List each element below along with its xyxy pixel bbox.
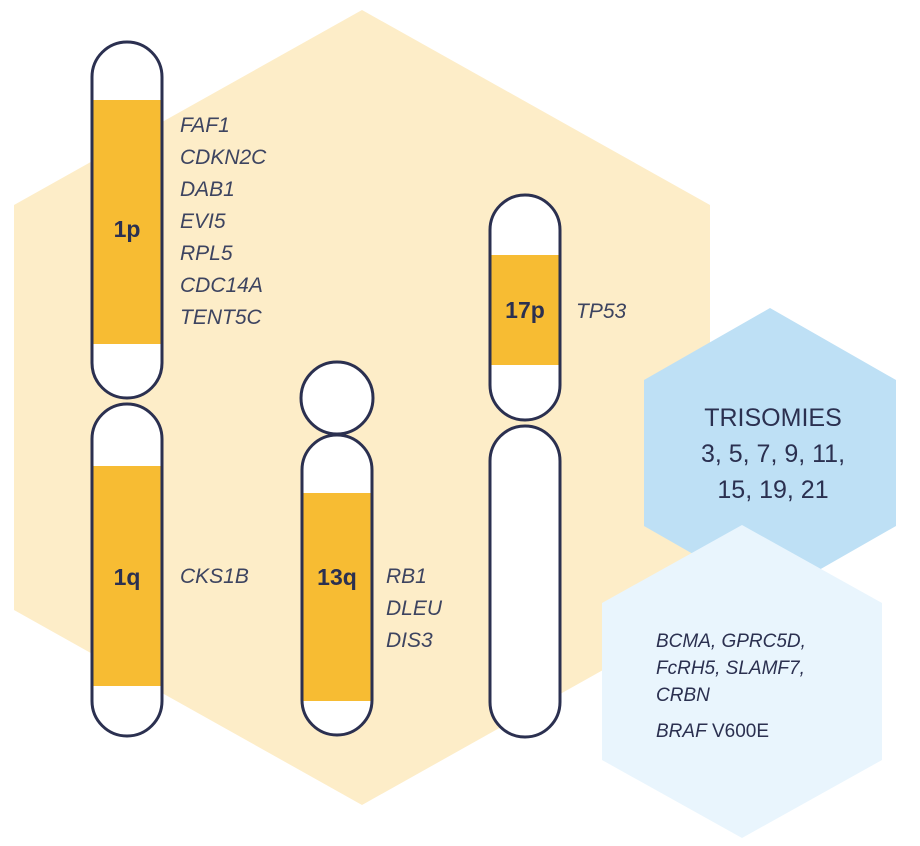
arm-label-1q: 1q	[113, 564, 141, 590]
gene-list-1q: CKS1B	[180, 561, 249, 593]
gene-name: DIS3	[386, 629, 433, 652]
gene-list-13q: RB1 DLEU DIS3	[386, 561, 442, 657]
gene-name: TP53	[576, 300, 627, 323]
trisomies-line-2: 15, 19, 21	[717, 476, 829, 504]
band-1q	[92, 466, 162, 686]
gene-name: RPL5	[180, 242, 233, 265]
band-1p	[92, 100, 162, 344]
trisomies-title: TRISOMIES	[704, 404, 842, 432]
gene-name: EVI5	[180, 210, 226, 233]
chromosome-13-p-arm	[299, 360, 375, 436]
targets-line-1: BCMA, GPRC5D,	[656, 631, 806, 652]
chromosome-1-p-arm	[90, 40, 164, 400]
braf-gene: BRAF	[656, 721, 707, 742]
braf-variant: V600E	[711, 721, 770, 742]
arm-label-17p: 17p	[505, 297, 545, 323]
arm-label-13q: 13q	[317, 564, 357, 590]
gene-name: TENT5C	[180, 306, 262, 329]
chromosome-17-q-arm	[488, 424, 562, 739]
braf-mutation: BRAF V600E	[656, 721, 892, 743]
band-17p	[490, 255, 560, 365]
gene-name: CDKN2C	[180, 146, 267, 169]
targets-line-2: FcRH5, SLAMF7,	[656, 658, 805, 679]
chromosome-1-q-arm	[90, 402, 164, 738]
gene-list-1p: FAF1 CDKN2C DAB1 EVI5 RPL5 CDC14A TENT5C	[180, 110, 266, 334]
targets-text: BCMA, GPRC5D, FcRH5, SLAMF7, CRBN BRAF V…	[656, 628, 892, 743]
chromosome-13	[299, 360, 375, 737]
gene-list-17p: TP53	[576, 296, 626, 328]
gene-name: DAB1	[180, 178, 235, 201]
gene-name: DLEU	[386, 597, 443, 620]
band-13q	[302, 493, 372, 701]
targets-line-3: CRBN	[656, 685, 710, 706]
gene-name: FAF1	[180, 114, 230, 137]
trisomies-text: TRISOMIES 3, 5, 7, 9, 11, 15, 19, 21	[668, 400, 878, 508]
gene-name: CKS1B	[180, 565, 249, 588]
arm-label-1p: 1p	[113, 216, 141, 242]
chromosome-17	[488, 193, 562, 739]
gene-name: RB1	[386, 565, 427, 588]
gene-name: CDC14A	[180, 274, 263, 297]
trisomies-line-1: 3, 5, 7, 9, 11,	[700, 440, 846, 468]
